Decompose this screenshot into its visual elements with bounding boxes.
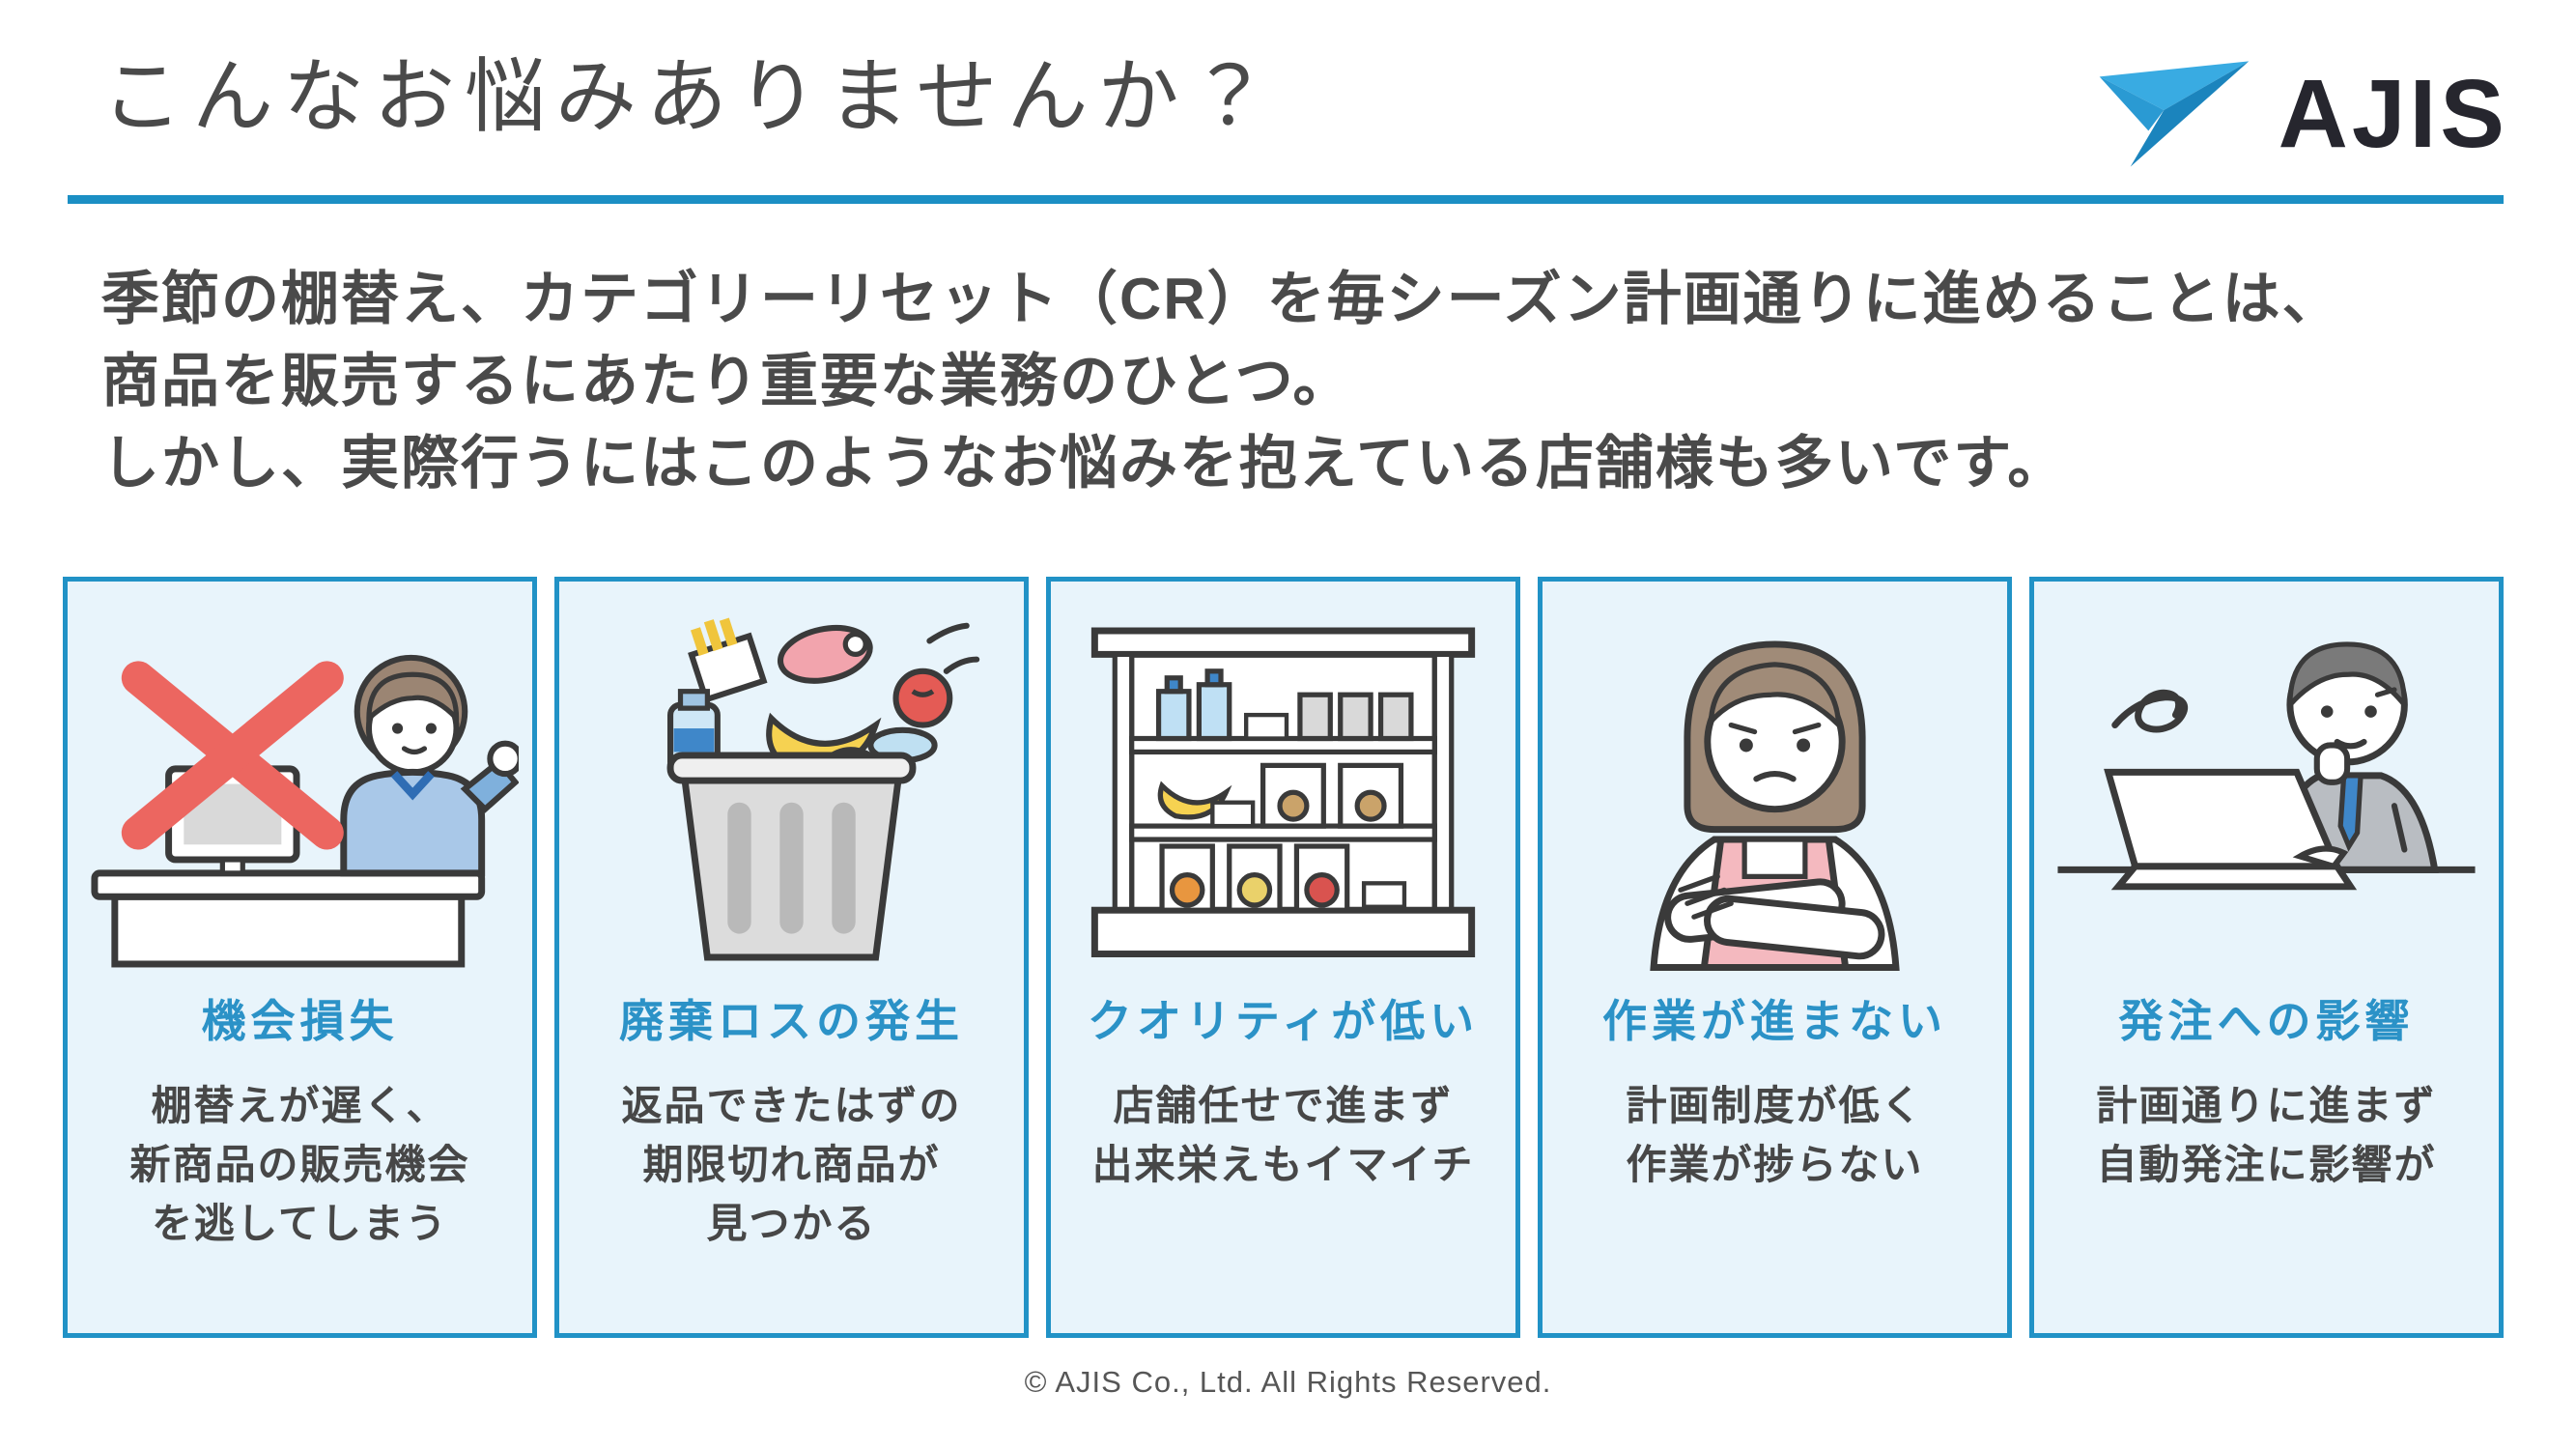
card-body: 返品できたはずの 期限切れ商品が 見つかる: [621, 1082, 962, 1246]
paper-plane-icon: [2099, 61, 2250, 167]
card-body: 計画制度が低く 作業が捗らない: [1626, 1082, 1924, 1187]
ajis-logo: AJIS: [2087, 56, 2508, 172]
pain-card-low-quality: クオリティが低い 店舗任せで進まず 出来栄えもイマイチ: [1046, 576, 1520, 1338]
logo-text: AJIS: [2278, 60, 2508, 168]
intro-text: 季節の棚替え、カテゴリーリセット（CR）を毎シーズン計画通りに進めることは、 商…: [101, 267, 2342, 497]
card-title: 発注への影響: [2118, 995, 2415, 1046]
card-body: 計画通りに進まず 自動発注に影響が: [2096, 1082, 2437, 1187]
pain-card-work-stalled: 作業が進まない 計画制度が低く 作業が捗らない: [1538, 576, 2012, 1338]
card-title: 機会損失: [201, 995, 399, 1046]
pain-card-ordering-impact: 発注への影響 計画通りに進まず 自動発注に影響が: [2029, 576, 2504, 1338]
pain-card-disposal-loss: 廃棄ロスの発生 返品できたはずの 期限切れ商品が 見つかる: [554, 576, 1029, 1338]
header: こんなお悩みありませんか？ AJIS: [0, 0, 2576, 172]
trash-waste-illustration: [573, 607, 1010, 981]
card-body: 棚替えが遅く、 新商品の販売機会 を逃してしまう: [129, 1082, 470, 1246]
page-title: こんなお悩みありませんか？: [101, 51, 1280, 142]
man-laptop-illustration: [2048, 607, 2485, 981]
pain-card-opportunity-loss: 機会損失 棚替えが遅く、 新商品の販売機会 を逃してしまう: [63, 576, 537, 1338]
card-title: 作業が進まない: [1602, 995, 1947, 1046]
title-underline: [68, 195, 2504, 204]
pain-point-cards: 機会損失 棚替えが遅く、 新商品の販売機会 を逃してしまう: [63, 576, 2504, 1338]
worried-woman-illustration: [1556, 607, 1994, 981]
store-shelf-illustration: [1064, 607, 1502, 981]
card-title: クオリティが低い: [1087, 995, 1480, 1046]
cash-register-x-illustration: [81, 607, 519, 981]
copyright: © AJIS Co., Ltd. All Rights Reserved.: [1024, 1364, 1552, 1399]
card-body: 店舗任せで進まず 出来栄えもイマイチ: [1091, 1082, 1475, 1187]
card-title: 廃棄ロスの発生: [619, 995, 964, 1046]
